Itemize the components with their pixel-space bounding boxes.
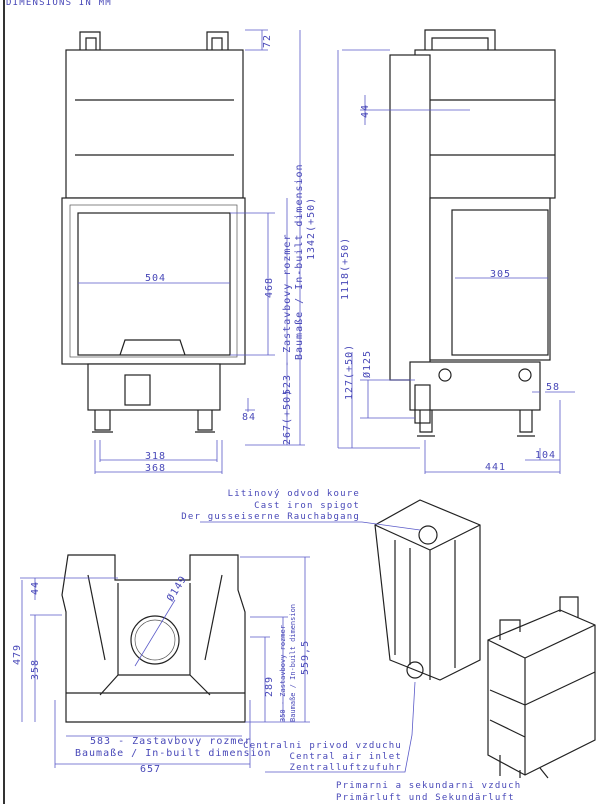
dim-350-inbuilt: Baumaße / In-built dimension: [289, 604, 297, 722]
dim-559: 559,5: [300, 640, 311, 675]
dim-58: 58: [546, 382, 560, 393]
dim-350: 350 - Zastavbovy rozmer: [279, 625, 287, 722]
dim-657: 657: [140, 764, 161, 775]
callout-primary-air: Primarni a sekundarni vzduch Primärluft …: [335, 780, 522, 804]
dim-44-side: 44: [360, 104, 371, 118]
side-dimensions: 44 1118(+50) 305 127(+50) Ø125 58 104 44…: [337, 49, 575, 474]
dim-583: 583 - Zastavbovy rozmer: [90, 736, 251, 747]
dim-127: 127(+50): [344, 344, 355, 400]
front-dimensions: 72 504 468 523 - Zastavbovy rozmer Bauma…: [78, 29, 317, 474]
callout-spigot-en: Cast iron spigot: [254, 501, 360, 511]
drawing-title: DIMENSIONS IN MM: [6, 0, 112, 8]
dim-125: Ø125: [361, 350, 373, 378]
iso-view-frame: [374, 499, 481, 681]
dim-441: 441: [485, 462, 506, 473]
dim-267: 267(+50): [282, 389, 293, 445]
dim-468: 468: [264, 277, 275, 298]
callout-air-inlet-cz: Centralni privod vzduchu: [243, 741, 402, 751]
callout-air-inlet: Centralni privod vzduchu Central air inl…: [243, 681, 416, 773]
iso-view-assembled: [487, 596, 596, 779]
callout-primary-air-de: Primärluft und Sekundärluft: [336, 793, 515, 803]
dim-289: 289: [264, 676, 275, 697]
dim-84: 84: [242, 412, 256, 423]
dim-1342: 1342(+50): [306, 197, 317, 260]
callout-spigot-de: Der gusseiserne Rauchabgang: [181, 512, 360, 522]
dim-104: 104: [535, 450, 556, 461]
dim-72: 72: [262, 34, 273, 48]
dim-358: 358: [30, 659, 41, 680]
callout-primary-air-cz: Primarni a sekundarni vzduch: [336, 781, 521, 791]
top-view: [61, 554, 246, 723]
dim-368: 368: [145, 463, 166, 474]
callout-air-inlet-de: Zentralluftzufuhr: [289, 763, 402, 773]
dim-318: 318: [145, 451, 166, 462]
dim-305: 305: [490, 269, 511, 280]
dim-inbuilt-front: Baumaße / In-built dimension: [294, 163, 305, 360]
side-view: [389, 29, 556, 437]
dim-1118: 1118(+50): [340, 237, 351, 300]
front-view: [61, 31, 246, 433]
callout-spigot: Litinový odvod koure Cast iron spigot De…: [181, 489, 421, 531]
callout-spigot-cz: Litinový odvod koure: [228, 489, 360, 499]
dim-583-inbuilt: Baumaße / In-built dimension: [75, 748, 272, 759]
dim-504: 504: [145, 273, 166, 284]
dim-479: 479: [12, 644, 23, 665]
dim-523: 523 - Zastavbovy rozmer: [282, 234, 293, 395]
dim-44-top: 44: [30, 581, 41, 595]
callout-air-inlet-en: Central air inlet: [289, 752, 402, 762]
